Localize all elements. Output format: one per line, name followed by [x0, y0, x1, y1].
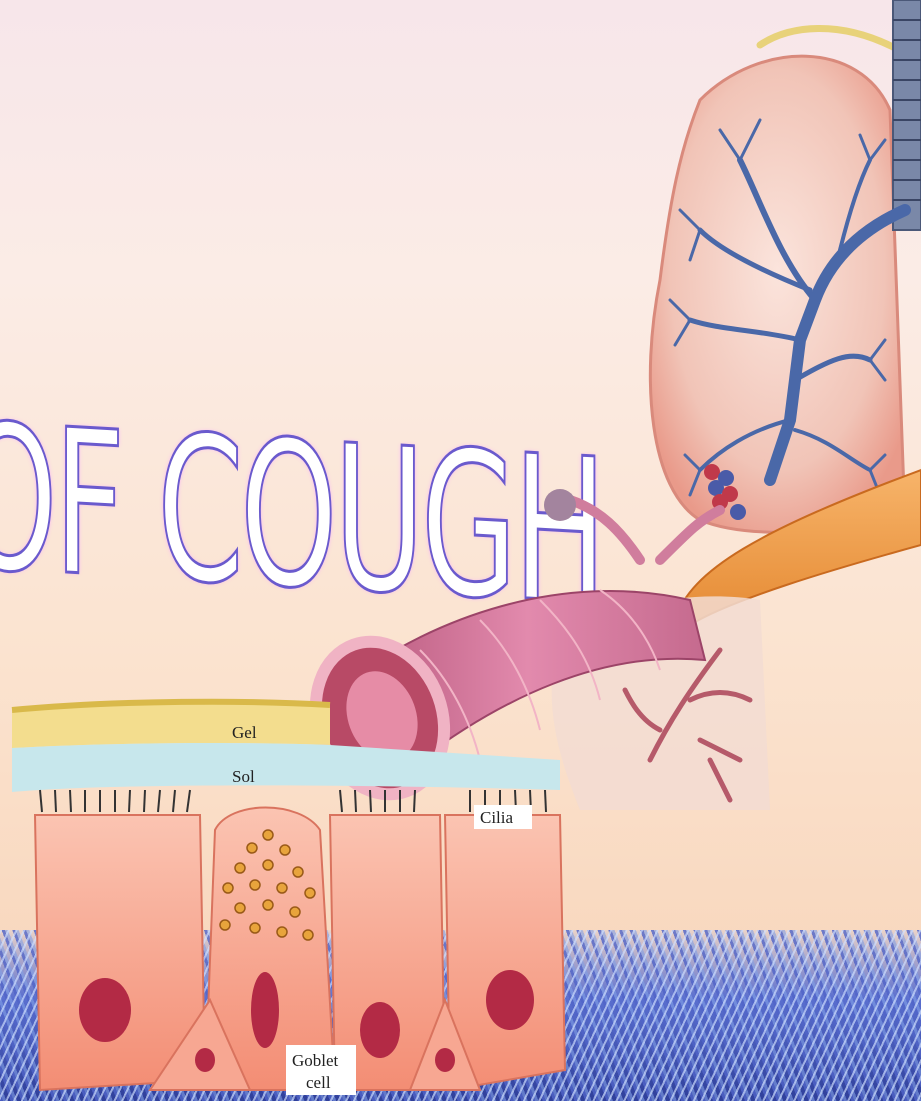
mucus-mass — [544, 489, 576, 521]
trachea — [893, 0, 921, 230]
sol-label: Sol — [232, 767, 255, 786]
gel-label: Gel — [232, 723, 257, 742]
goblet-label-line1: Goblet — [292, 1051, 339, 1070]
nerve — [760, 28, 895, 48]
cilia-label: Cilia — [480, 808, 514, 827]
goblet-label-line2: cell — [306, 1073, 331, 1092]
epithelium-diagram — [12, 702, 565, 1090]
